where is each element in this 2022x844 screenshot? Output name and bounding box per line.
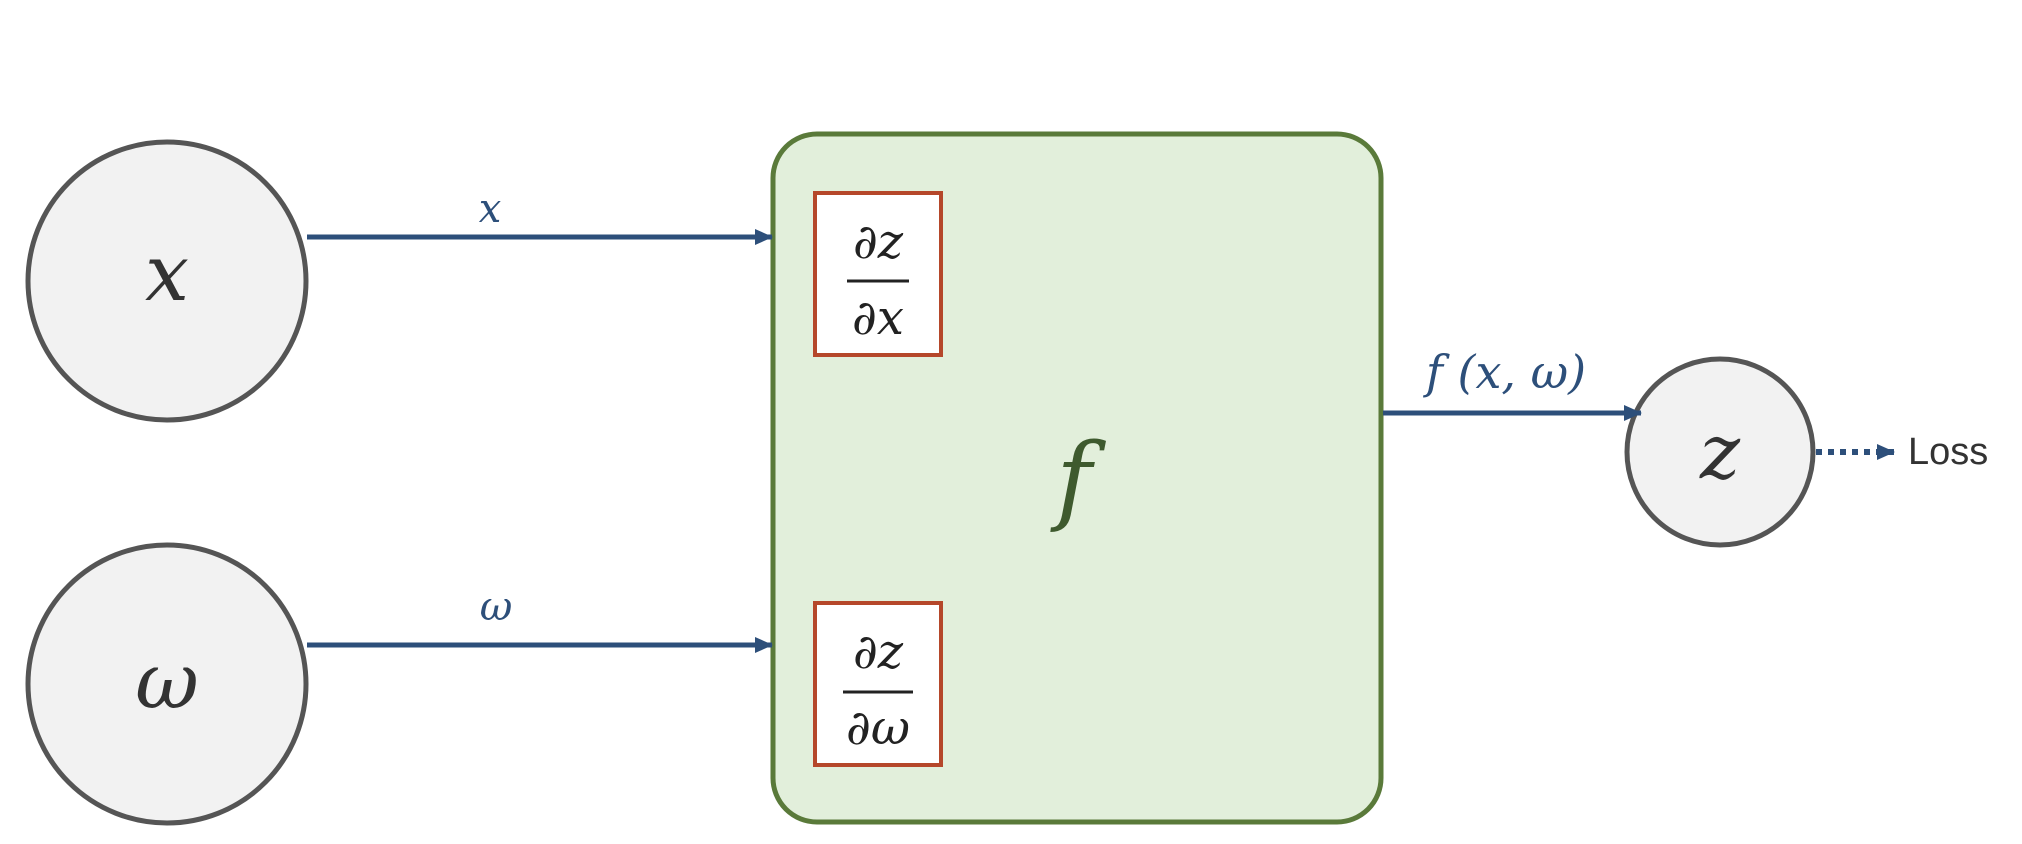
- gradient-dz-dw-numerator: ∂z: [853, 624, 904, 680]
- node-x: x: [25, 139, 309, 423]
- node-omega: ω: [25, 542, 309, 826]
- edge-x-label: x: [479, 186, 502, 232]
- gradient-dz-dw: ∂z ∂ω: [813, 601, 943, 767]
- gradient-dz-dw-denominator: ∂ω: [846, 700, 910, 756]
- edge-omega-to-f: ω: [307, 584, 773, 653]
- loss-label: Loss: [1908, 431, 1988, 473]
- gradient-dz-dx-numerator: ∂z: [853, 214, 904, 270]
- gradient-dz-dx: ∂z ∂x: [813, 191, 943, 357]
- edge-x-to-f: x: [307, 186, 773, 245]
- gradient-dz-dx-denominator: ∂x: [852, 290, 904, 346]
- edge-f-label: f (x, ω): [1423, 345, 1586, 399]
- node-x-label: x: [145, 229, 189, 319]
- edge-z-to-loss: Loss: [1816, 431, 1988, 473]
- node-z-label: z: [1699, 407, 1741, 496]
- node-z: z: [1624, 356, 1816, 548]
- edge-f-to-z: f (x, ω): [1383, 345, 1642, 421]
- node-omega-label: ω: [135, 637, 199, 727]
- edge-omega-label: ω: [480, 584, 513, 630]
